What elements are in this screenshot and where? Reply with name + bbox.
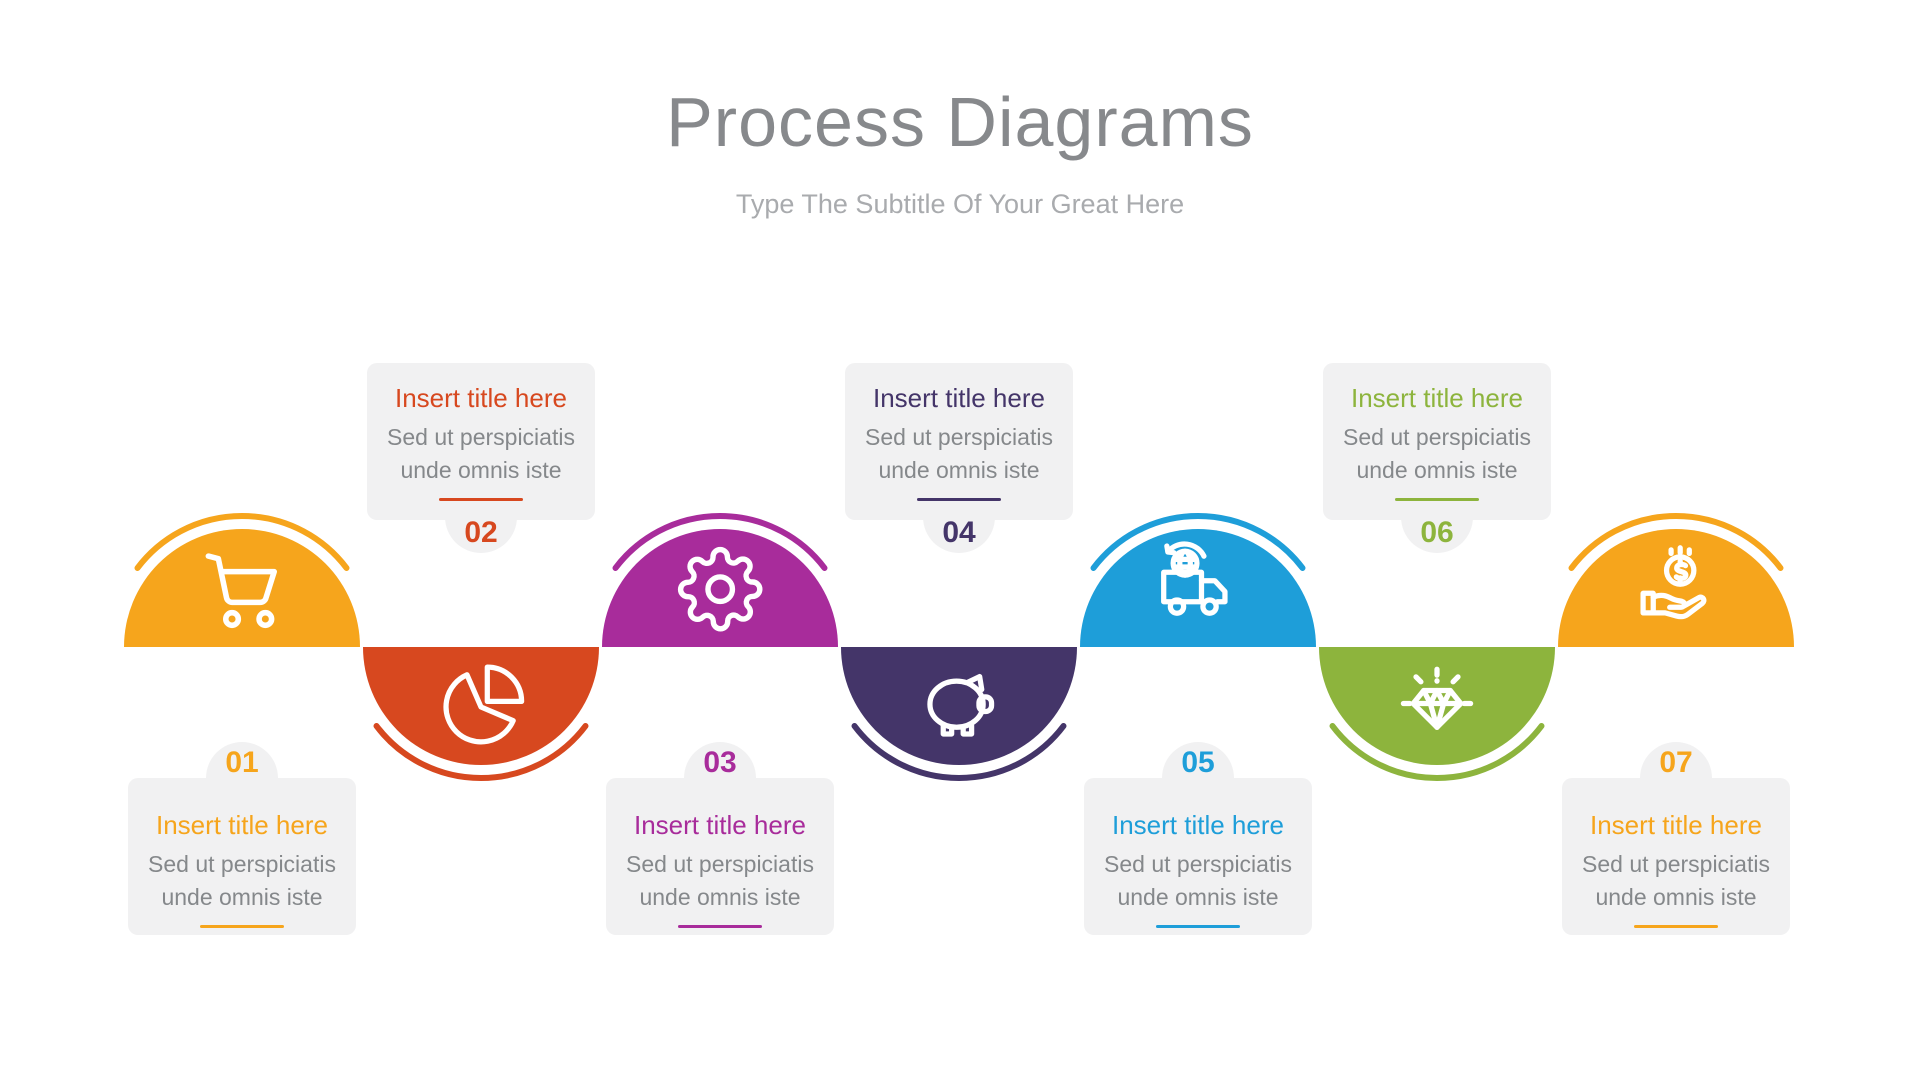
step-title: Insert title here — [156, 810, 328, 840]
step-description: Sed ut perspiciatis unde omnis iste — [1343, 424, 1531, 483]
step-3-card: Insert title here Sed ut perspiciatis un… — [606, 778, 834, 935]
accent-underline — [1156, 925, 1240, 928]
step-5-semicircle — [1080, 513, 1316, 647]
step-title: Insert title here — [1590, 810, 1762, 840]
step-title: Insert title here — [395, 383, 567, 413]
step-7-semicircle — [1558, 513, 1794, 647]
accent-underline — [917, 498, 1001, 501]
shopping-cart-icon — [205, 553, 277, 629]
step-description: Sed ut perspiciatis unde omnis iste — [1104, 851, 1292, 910]
step-3-semicircle — [602, 513, 838, 647]
step-description: Sed ut perspiciatis unde omnis iste — [865, 424, 1053, 483]
step-6-semicircle — [1319, 647, 1555, 781]
step-6-card: Insert title here Sed ut perspiciatis un… — [1323, 363, 1551, 520]
step-description: Sed ut perspiciatis unde omnis iste — [626, 851, 814, 910]
accent-underline — [200, 925, 284, 928]
process-step-3: 03 Insert title here Sed ut perspiciatis… — [580, 0, 860, 1080]
process-step-2: 02 Insert title here Sed ut perspiciatis… — [341, 0, 621, 1080]
delivery-truck-globe-icon — [1161, 541, 1228, 616]
step-7-card: Insert title here Sed ut perspiciatis un… — [1562, 778, 1790, 935]
step-1-card: Insert title here Sed ut perspiciatis un… — [128, 778, 356, 935]
step-title: Insert title here — [1112, 810, 1284, 840]
process-step-6: 06 Insert title here Sed ut perspiciatis… — [1297, 0, 1577, 1080]
step-title: Insert title here — [873, 383, 1045, 413]
piggy-bank-icon — [927, 673, 995, 737]
step-description: Sed ut perspiciatis unde omnis iste — [148, 851, 336, 910]
accent-underline — [439, 498, 523, 501]
step-1-semicircle — [124, 513, 360, 647]
diamond-icon — [1400, 666, 1474, 730]
page-subtitle: Type The Subtitle Of Your Great Here — [735, 189, 1185, 219]
accent-underline — [1395, 498, 1479, 501]
step-4-card: Insert title here Sed ut perspiciatis un… — [845, 363, 1073, 520]
hand-coin-icon — [1640, 545, 1707, 620]
step-title: Insert title here — [1351, 383, 1523, 413]
step-5-card: Insert title here Sed ut perspiciatis un… — [1084, 778, 1312, 935]
step-description: Sed ut perspiciatis unde omnis iste — [387, 424, 575, 483]
accent-underline — [1634, 925, 1718, 928]
process-step-1: 01 Insert title here Sed ut perspiciatis… — [102, 0, 382, 1080]
page-title: Process Diagrams — [666, 83, 1254, 161]
step-2-card: Insert title here Sed ut perspiciatis un… — [367, 363, 595, 520]
step-4-semicircle — [841, 647, 1077, 781]
gear-icon — [677, 546, 763, 632]
step-description: Sed ut perspiciatis unde omnis iste — [1582, 851, 1770, 910]
process-step-4: 04 Insert title here Sed ut perspiciatis… — [819, 0, 1099, 1080]
step-title: Insert title here — [634, 810, 806, 840]
accent-underline — [678, 925, 762, 928]
process-step-5: 05 Insert title here Sed ut perspiciatis… — [1058, 0, 1338, 1080]
pie-chart-icon — [443, 664, 525, 745]
step-2-semicircle — [363, 647, 599, 781]
process-step-7: 07 Insert title here Sed ut perspiciatis… — [1536, 0, 1816, 1080]
